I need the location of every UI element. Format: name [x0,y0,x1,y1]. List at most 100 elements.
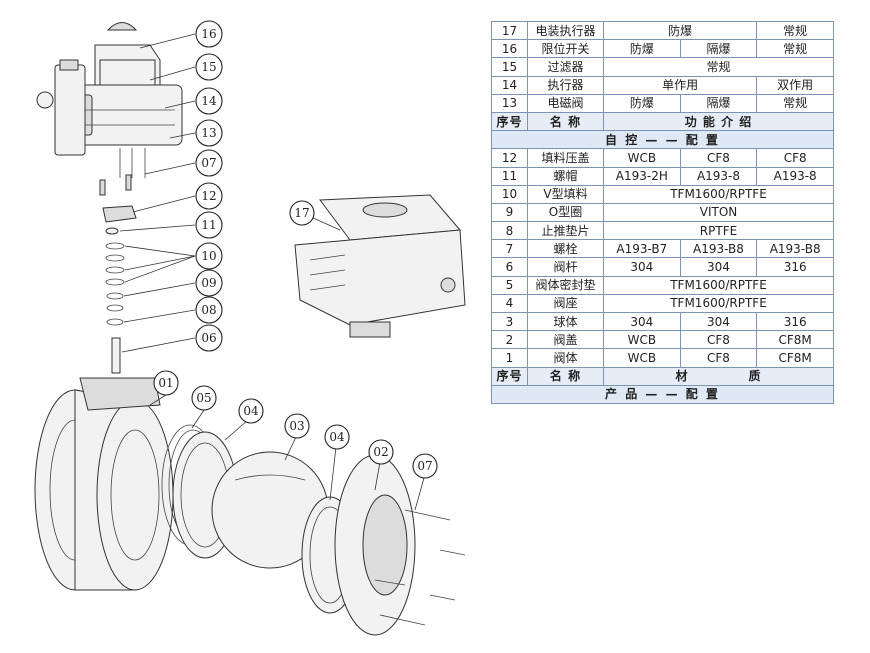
part-number: 17 [491,20,528,41]
table-header-row: 序号 名 称 材质 [491,366,834,386]
table-row: 6 阀杆 304 304 316 [491,257,834,277]
option-cell: 隔爆 [679,93,758,113]
bonnet [334,454,416,636]
table-row: 15 过滤器 常规 [491,57,834,77]
option-cell: 双作用 [756,75,834,95]
part-name: O型圈 [527,202,604,223]
material-cell: CF8 [679,348,758,368]
callout-08: 08 [195,296,223,324]
option-cell: 隔爆 [679,39,758,59]
material-cell: 304 [603,257,681,277]
svg-text:02: 02 [373,445,388,459]
part-number: 10 [491,184,528,204]
table-row: 16 限位开关 防爆 隔爆 常规 [491,39,834,59]
option-cell: 常规 [756,39,834,59]
table-row: 17 电装执行器 防爆 常规 [491,20,834,41]
part-number: 9 [491,202,528,223]
material-cell: WCB [603,148,681,168]
material-cell: A193-B7 [603,239,681,259]
table-row: 3 球体 304 304 316 [491,311,834,332]
part-name: 止推垫片 [527,221,604,241]
part-number: 2 [491,330,528,350]
table-row: 4 阀座 TFM1600/RPTFE [491,293,834,314]
callout-07-top: 07 [195,149,223,177]
part-number: 15 [491,57,528,77]
section-row: 自 控 — — 配 置 [491,130,834,150]
material-cell: WCB [603,348,681,368]
exploded-valve-drawing: 16 15 14 13 07 12 11 10 09 08 06 01 05 0… [34,20,466,636]
table-row: 11 螺帽 A193-2H A193-8 A193-8 [491,166,834,186]
option-cell: 常规 [756,20,834,41]
part-name: V型填料 [527,184,604,204]
part-name: 限位开关 [527,39,604,59]
material-cell: 304 [679,257,758,277]
table-row: 10 V型填料 TFM1600/RPTFE [491,184,834,204]
option-cell: 防爆 [602,20,758,41]
material-cell: CF8M [756,330,834,350]
svg-text:04: 04 [243,404,259,418]
part-name: 阀盖 [527,330,604,350]
svg-text:16: 16 [201,27,216,41]
svg-text:03: 03 [289,419,304,433]
section-product-config: 产 品 — — 配 置 [491,384,834,404]
callout-13: 13 [195,119,223,147]
material-cell: A193-8 [756,166,834,186]
header-name: 名 称 [527,366,604,386]
material-cell: RPTFE [603,221,834,241]
part-number: 1 [491,348,528,368]
option-cell: 常规 [756,93,834,113]
part-number: 5 [491,275,528,295]
table-row: 12 填料压盖 WCB CF8 CF8 [491,148,834,168]
section-row: 产 品 — — 配 置 [491,384,834,404]
callout-04-right: 04 [324,424,350,450]
part-number: 13 [491,93,528,113]
svg-text:04: 04 [329,430,345,444]
header-material-1: 材 [675,369,689,384]
callout-17: 17 [289,200,315,226]
pneumatic-actuator-assembly [36,22,183,156]
option-cell: 防爆 [603,93,681,113]
callout-16: 16 [195,20,223,48]
part-name: 螺栓 [527,239,604,259]
material-cell: 304 [679,311,758,332]
part-name: 阀杆 [527,257,604,277]
material-cell: 316 [756,257,834,277]
callout-07-bottom: 07 [412,453,438,479]
part-name: 电装执行器 [527,20,604,41]
part-name: 阀座 [527,293,604,314]
callout-06: 06 [195,324,223,352]
material-cell: CF8M [756,348,834,368]
part-name: 填料压盖 [527,148,604,168]
leader-lines [119,33,425,511]
material-cell: WCB [603,330,681,350]
material-cell: CF8 [756,148,834,168]
table-header-row: 序号 名 称 功 能 介 绍 [491,111,834,132]
table-row: 13 电磁阀 防爆 隔爆 常规 [491,93,834,113]
callout-12: 12 [195,182,223,210]
material-cell: TFM1600/RPTFE [603,184,834,204]
callout-09: 09 [195,269,223,297]
part-number: 7 [491,239,528,259]
callout-11: 11 [195,211,223,239]
material-cell: CF8 [679,330,758,350]
material-cell: A193-B8 [679,239,758,259]
part-number: 8 [491,221,528,241]
callout-05: 05 [191,385,217,411]
svg-text:09: 09 [201,276,216,290]
part-name: 阀体密封垫 [527,275,604,295]
callout-02: 02 [368,439,394,465]
callout-04-left: 04 [238,398,264,424]
material-cell: CF8 [679,148,758,168]
part-name: 电磁阀 [527,93,604,113]
header-material: 材质 [603,366,834,386]
svg-text:07: 07 [201,156,216,170]
svg-text:13: 13 [201,126,216,140]
part-name: 球体 [527,311,604,332]
svg-text:17: 17 [294,206,309,220]
material-cell: A193-2H [603,166,681,186]
callout-03: 03 [284,413,310,439]
section-auto-config: 自 控 — — 配 置 [491,130,834,150]
part-number: 16 [491,39,528,59]
header-function: 功 能 介 绍 [603,111,834,132]
header-name: 名 称 [527,111,604,132]
